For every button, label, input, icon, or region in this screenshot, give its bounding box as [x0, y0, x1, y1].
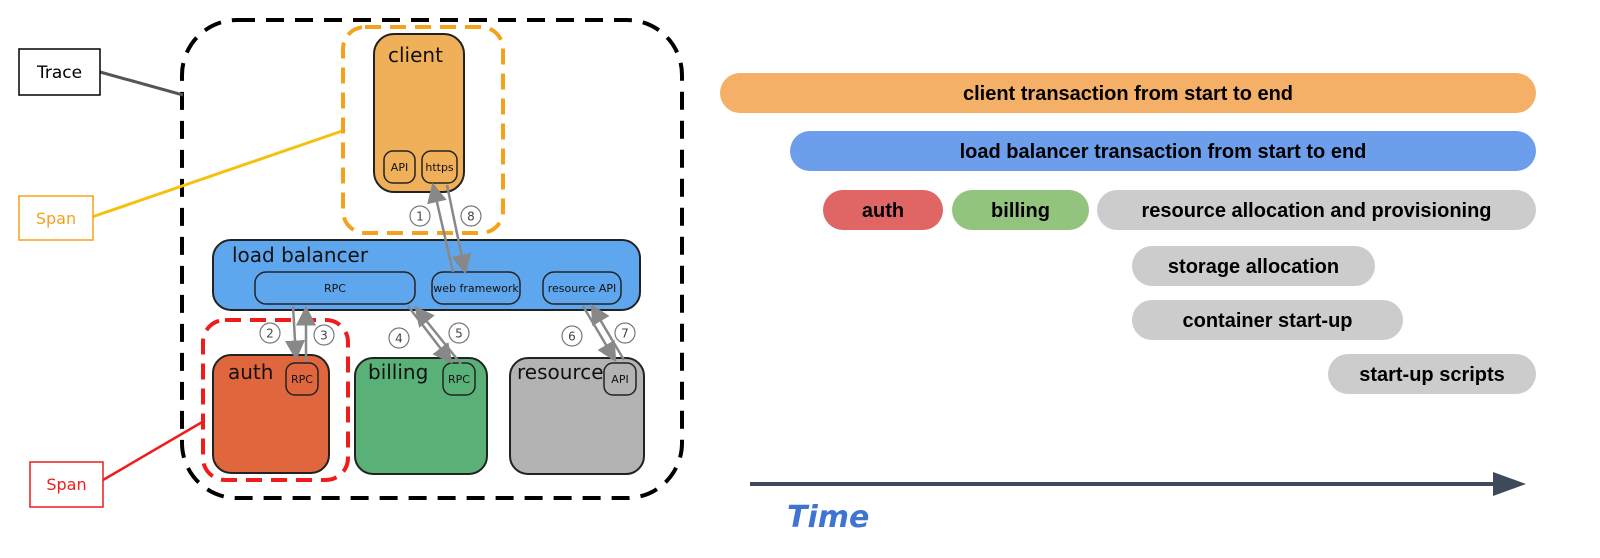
arrow-step-2: [285, 305, 305, 361]
resource-api-endpoint: [603, 362, 637, 396]
lb-web-framework-endpoint: [431, 271, 521, 305]
step-marker: 1: [409, 205, 431, 227]
timeline-bar-label: storage allocation: [1168, 256, 1339, 278]
timeline-bar-shape: [1097, 190, 1536, 230]
step-marker: 7: [614, 322, 636, 344]
svg-text:5: 5: [455, 327, 463, 341]
lb-rpc-label: RPC: [324, 282, 346, 295]
trace-legend-box: [18, 48, 101, 96]
step-marker: 6: [561, 325, 583, 347]
timeline-bar-storage-allocation: storage allocation: [1132, 246, 1375, 286]
timeline-bar-label: resource allocation and provisioning: [1141, 200, 1491, 222]
auth-rpc-label: RPC: [291, 373, 313, 386]
svg-text:8: 8: [467, 210, 475, 224]
client-https-label: https: [425, 161, 454, 174]
auth-title: auth: [228, 360, 273, 384]
auth-span-legend-label: Span: [46, 475, 86, 494]
timeline-bar-load-balancer: load balancer transaction from start to …: [790, 131, 1536, 171]
timeline-bar-shape: [720, 73, 1536, 113]
auth-rpc-endpoint: [285, 362, 319, 396]
lb-web-framework-label: web framework: [433, 282, 519, 295]
timeline-bar-shape: [952, 190, 1089, 230]
step-marker: 5: [448, 322, 470, 344]
svg-text:6: 6: [568, 330, 576, 344]
client-span-legend-label: Span: [36, 209, 76, 228]
resource-api-label: API: [611, 373, 628, 386]
timeline-bar-shape: [1132, 300, 1403, 340]
step-marker: 8: [460, 205, 482, 227]
timeline-bar-auth: auth: [823, 190, 943, 230]
timeline-bar-label: start-up scripts: [1359, 364, 1505, 386]
resource-title: resource: [517, 360, 604, 384]
arrow-step-1: [427, 182, 455, 273]
timeline-bar-label: container start-up: [1182, 310, 1352, 332]
lb-resource-api-endpoint: [542, 271, 622, 305]
timeline-bar-client: client transaction from start to end: [720, 73, 1536, 113]
svg-text:1: 1: [416, 210, 424, 224]
trace-legend-label: Trace: [36, 63, 82, 83]
step-marker: 3: [313, 324, 335, 346]
arrow-step-8: [445, 184, 472, 275]
time-axis-arrowhead: [1493, 472, 1526, 496]
client-api-endpoint: [383, 150, 416, 184]
svg-text:4: 4: [395, 332, 403, 346]
load-balancer-title: load balancer: [232, 243, 369, 267]
time-axis-label: Time: [787, 500, 869, 535]
timeline-bar-startup-scripts: start-up scripts: [1328, 354, 1536, 394]
timeline-bar-label: load balancer transaction from start to …: [960, 141, 1367, 163]
svg-text:2: 2: [266, 327, 274, 341]
svg-text:7: 7: [621, 327, 629, 341]
arrow-step-5: [414, 306, 462, 365]
trace-connector: [99, 70, 184, 97]
timeline-bar-shape: [1328, 354, 1536, 394]
step-marker: 2: [259, 322, 281, 344]
client-title: client: [388, 43, 443, 67]
auth-span-legend-box: [29, 461, 104, 508]
arrow-step-6: [581, 305, 617, 363]
client-span-boundary: [341, 25, 505, 235]
billing-rpc-label: RPC: [448, 373, 470, 386]
timeline-bar-resource-allocation: resource allocation and provisioning: [1097, 190, 1536, 230]
client-api-label: API: [391, 161, 408, 174]
client-span-connector: [91, 128, 346, 219]
lb-resource-api-label: resource API: [548, 282, 616, 295]
lb-rpc-endpoint: [254, 271, 416, 305]
timeline-bar-label: billing: [991, 200, 1050, 222]
timeline-bar-billing: billing: [952, 190, 1089, 230]
timeline-bar-shape: [1132, 246, 1375, 286]
timeline-bar-label: auth: [862, 200, 904, 222]
svg-text:3: 3: [320, 329, 328, 343]
arrow-step-7: [590, 303, 626, 361]
billing-title: billing: [368, 360, 428, 384]
auth-span-connector: [102, 419, 205, 482]
timeline-bar-shape: [823, 190, 943, 230]
arrow-step-4: [407, 305, 453, 364]
timeline-bar-shape: [790, 131, 1536, 171]
step-marker: 4: [388, 327, 410, 349]
client-span-legend-box: [18, 195, 94, 241]
timeline-bar-label: client transaction from start to end: [963, 83, 1293, 105]
auth-span-boundary: [201, 318, 350, 482]
timeline-bar-container-startup: container start-up: [1132, 300, 1403, 340]
